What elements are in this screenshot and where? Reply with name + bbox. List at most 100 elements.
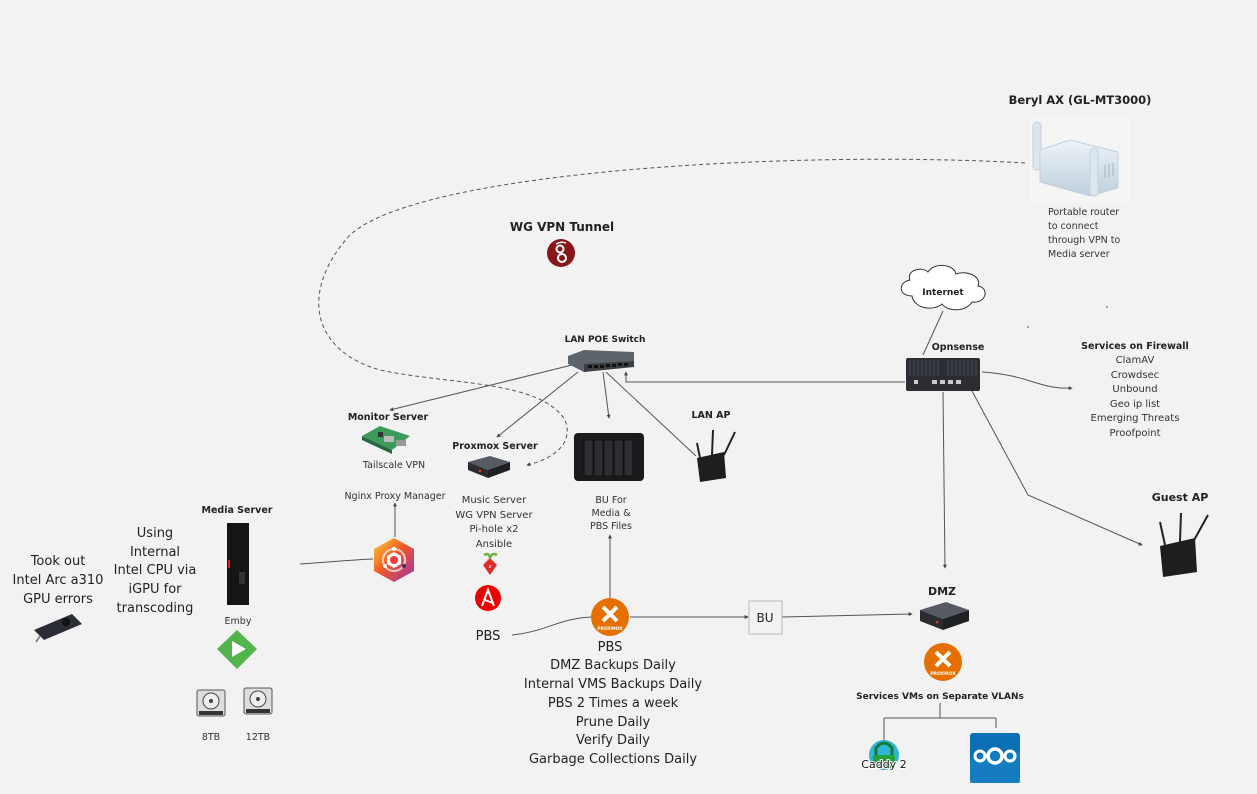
nas-icon xyxy=(574,433,644,481)
beryl-title: Beryl AX (GL-MT3000) xyxy=(1009,93,1152,107)
wg-tunnel-node: WG VPN Tunnel xyxy=(510,220,614,267)
firewall-service-item: Crowdsec xyxy=(1111,370,1159,381)
link-dmz-tree xyxy=(883,703,997,745)
proxmox-icon: PROXMOX xyxy=(591,598,629,636)
wifi-router-icon xyxy=(696,429,736,482)
cloud-icon xyxy=(900,265,986,311)
stray-dot xyxy=(1106,306,1108,308)
gpu-note: Took out Intel Arc a310 GPU errors xyxy=(13,554,104,607)
svg-text:x: x xyxy=(489,564,492,570)
svg-text:iGPU for: iGPU for xyxy=(128,582,182,597)
lan-switch-title: LAN POE Switch xyxy=(565,335,646,345)
connectors xyxy=(299,158,1143,745)
firewall-services-node: Services on Firewall ClamAV Crowdsec Unb… xyxy=(1081,341,1189,439)
nas-node: BU For Media & PBS Files xyxy=(574,433,644,532)
nginx-title: Nginx Proxy Manager xyxy=(344,491,445,502)
svg-text:PROXMOX: PROXMOX xyxy=(930,671,956,677)
link-pbs-label xyxy=(511,616,593,636)
bu-label: BU xyxy=(756,611,773,625)
beryl-note-2: to connect xyxy=(1048,221,1099,232)
firewall-service-item: ClamAV xyxy=(1116,355,1155,366)
guest-ap-node: Guest AP xyxy=(1152,491,1209,577)
internet-node: Internet xyxy=(900,265,986,311)
wg-tunnel-title: WG VPN Tunnel xyxy=(510,220,614,234)
wireguard-icon xyxy=(547,239,575,267)
tower-pc-icon xyxy=(227,523,249,605)
media-server-app: Emby xyxy=(225,616,252,627)
link-opnsense-guestap xyxy=(971,390,1143,546)
dmz-node: DMZ PROXMOX Services VMs on Separate VLA… xyxy=(856,585,1024,702)
nas-note-2: Media & xyxy=(592,508,632,519)
pbs-item: Prune Daily xyxy=(576,715,651,730)
proxmox-service-item: Pi-hole x2 xyxy=(469,524,518,535)
caddy-icon xyxy=(869,740,899,770)
lan-switch-node: LAN POE Switch xyxy=(565,335,646,372)
emby-icon xyxy=(217,630,257,669)
ansible-icon xyxy=(475,585,501,611)
proxmox-icon: PROXMOX xyxy=(924,643,962,681)
firewall-service-item: Unbound xyxy=(1112,384,1157,395)
wg-tunnel-path xyxy=(318,158,1026,467)
nginx-proxy-manager-icon xyxy=(374,538,414,582)
opnsense-title: Opnsense xyxy=(932,342,985,353)
pbs-item: DMZ Backups Daily xyxy=(550,658,676,673)
pbs-node: PBS PROXMOX PBS DMZ Backups Daily Intern… xyxy=(476,598,702,767)
disk-label: 8TB xyxy=(202,732,220,743)
beryl-note-3: through VPN to xyxy=(1048,235,1120,246)
pbs-item: Verify Daily xyxy=(576,733,650,748)
igpu-note: Using Internal Intel CPU via iGPU for tr… xyxy=(114,526,197,616)
media-server-title: Media Server xyxy=(202,505,273,516)
caddy-label: Caddy 2 xyxy=(861,758,906,771)
link-switch-monitor xyxy=(389,364,573,412)
monitor-server-node: Monitor Server Tailscale VPN xyxy=(348,412,429,471)
internet-label: Internet xyxy=(922,288,964,298)
link-bu-dmz xyxy=(781,612,913,618)
proxmox-server-title: Proxmox Server xyxy=(452,441,538,452)
pbs-label: PBS xyxy=(476,629,501,644)
pbs-item: PBS xyxy=(598,640,623,655)
beryl-router-icon xyxy=(1030,118,1130,203)
mini-pc-icon xyxy=(920,602,969,630)
proxmox-server-node: Proxmox Server Music Server WG VPN Serve… xyxy=(452,441,538,611)
wifi-router-icon xyxy=(1159,512,1209,577)
beryl-note-4: Media server xyxy=(1048,249,1110,260)
proxmox-service-item: Music Server xyxy=(462,495,527,506)
svg-text:PROXMOX: PROXMOX xyxy=(597,626,623,632)
monitor-server-note: Tailscale VPN xyxy=(362,460,425,471)
firewall-services-title: Services on Firewall xyxy=(1081,341,1189,352)
disk-label: 12TB xyxy=(246,732,270,743)
proxmox-service-item: WG VPN Server xyxy=(455,510,533,521)
firewall-service-item: Proofpoint xyxy=(1109,428,1160,439)
svg-text:Intel CPU via: Intel CPU via xyxy=(114,563,197,578)
link-media-nginx xyxy=(299,558,374,565)
pihole-icon: x xyxy=(483,552,498,575)
firewall-service-item: Geo ip list xyxy=(1110,399,1160,410)
svg-text:transcoding: transcoding xyxy=(117,601,194,616)
svg-text:Using: Using xyxy=(137,526,173,541)
nextcloud-icon xyxy=(970,733,1020,783)
firewall-appliance-icon xyxy=(906,358,980,391)
nas-note-1: BU For xyxy=(595,495,626,506)
firewall-service-item: Emerging Threats xyxy=(1091,413,1180,424)
beryl-router-node: Beryl AX (GL-MT3000) Portable router to … xyxy=(1009,93,1152,260)
pbs-item: Garbage Collections Daily xyxy=(529,752,697,767)
pbs-item: PBS 2 Times a week xyxy=(548,696,679,711)
graphics-card-icon xyxy=(34,614,82,643)
link-internet-opnsense xyxy=(922,310,944,356)
link-switch-nas xyxy=(602,371,611,419)
link-opnsense-dmz xyxy=(942,391,947,569)
svg-text:GPU errors: GPU errors xyxy=(23,592,93,607)
hard-disk-icon xyxy=(196,689,226,717)
svg-text:Intel Arc a310: Intel Arc a310 xyxy=(13,573,104,588)
lan-ap-node: LAN AP xyxy=(692,410,736,482)
nginx-node: Nginx Proxy Manager xyxy=(344,491,446,582)
caddy-node: Caddy 2 xyxy=(860,740,908,772)
raspberry-pi-icon xyxy=(362,426,410,454)
bu-box-node: BU xyxy=(748,600,783,635)
pbs-item: Internal VMS Backups Daily xyxy=(524,677,702,692)
lan-ap-title: LAN AP xyxy=(692,410,731,421)
media-server-node: Media Server Emby 8TB 12TB xyxy=(196,505,273,743)
hard-disk-icon xyxy=(243,687,273,715)
monitor-server-title: Monitor Server xyxy=(348,412,429,423)
